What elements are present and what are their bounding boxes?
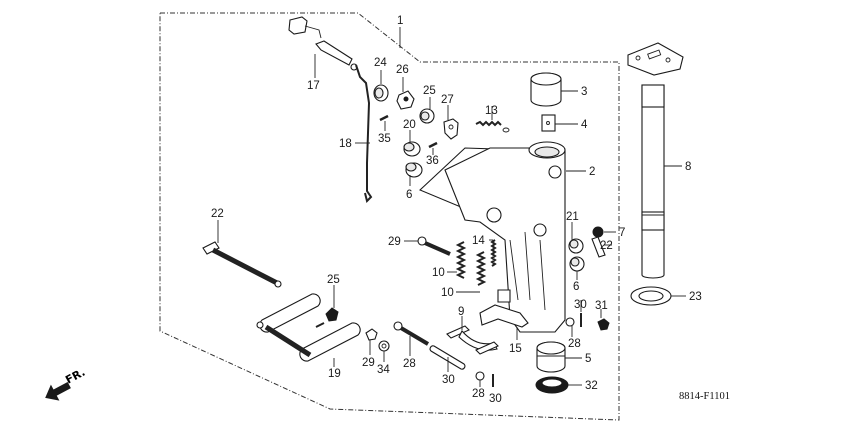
part-lever-plate bbox=[443, 118, 459, 140]
part-washer-small-2 bbox=[475, 371, 485, 381]
callout-27: 23 bbox=[689, 291, 702, 303]
part-collar bbox=[373, 84, 389, 102]
callout-21: 26 bbox=[396, 64, 409, 76]
callout-16: 19 bbox=[328, 368, 341, 380]
callout-3: 3 bbox=[581, 86, 587, 98]
callout-28a: 28 bbox=[568, 338, 581, 350]
part-lock-rod bbox=[355, 64, 373, 203]
callout-23: 28 bbox=[403, 358, 416, 370]
part-collar-bushing bbox=[405, 162, 423, 178]
part-clip bbox=[541, 114, 556, 132]
callout-11: 13 bbox=[485, 105, 498, 117]
part-tilt-pin bbox=[202, 241, 282, 288]
part-steering-shaft bbox=[627, 42, 684, 279]
part-tilt-stopper-link bbox=[256, 293, 361, 362]
callout-6b: 6 bbox=[573, 281, 579, 293]
part-lower-bushing bbox=[536, 341, 566, 373]
callout-15: 18 bbox=[339, 138, 352, 150]
part-spring-long bbox=[490, 239, 497, 267]
callout-1: 1 bbox=[397, 15, 403, 27]
callout-24: 29 bbox=[388, 236, 401, 248]
callout-8: 8 bbox=[685, 161, 691, 173]
part-spring-small bbox=[475, 120, 510, 133]
callout-30b: 30 bbox=[489, 393, 502, 405]
part-washer-small bbox=[565, 317, 575, 327]
callout-25: 30 bbox=[442, 374, 455, 386]
part-swivel-case bbox=[419, 141, 566, 333]
part-tilt-lever bbox=[288, 16, 358, 71]
callout-4: 4 bbox=[581, 119, 588, 131]
part-bolt-2 bbox=[417, 236, 451, 256]
part-shaft-pin bbox=[429, 345, 466, 370]
callout-20: 25 bbox=[327, 274, 340, 286]
part-nut-2 bbox=[378, 340, 390, 352]
part-washer bbox=[630, 286, 672, 306]
callout-30a: 30 bbox=[574, 299, 587, 311]
figure-code: 8814-F1101 bbox=[679, 391, 730, 402]
part-bushing-2 bbox=[568, 238, 584, 254]
part-spring-pin bbox=[315, 322, 325, 328]
callout-34: 35 bbox=[378, 133, 391, 145]
callout-7: 7 bbox=[619, 227, 625, 239]
callout-10a: 10 bbox=[432, 267, 445, 279]
callout-29: 29 bbox=[362, 357, 375, 369]
callout-10b: 10 bbox=[441, 287, 454, 299]
callout-35: 36 bbox=[426, 155, 439, 167]
callout-13: 17 bbox=[307, 80, 320, 92]
callout-18b: 25 bbox=[423, 85, 436, 97]
part-spring-2 bbox=[475, 251, 487, 286]
part-lever-holder bbox=[396, 90, 415, 110]
direction-label: FR. bbox=[63, 366, 87, 387]
callout-33: 34 bbox=[377, 364, 390, 376]
part-collar-2 bbox=[419, 108, 435, 124]
callout-2: 2 bbox=[589, 166, 595, 178]
part-seal bbox=[535, 376, 569, 394]
part-collar-bushing-lower bbox=[569, 256, 585, 272]
callout-18a: 24 bbox=[374, 57, 387, 69]
callout-31: 31 bbox=[595, 300, 608, 312]
assembly-outline bbox=[159, 12, 620, 421]
callout-6a: 6 bbox=[406, 189, 412, 201]
callout-28b: 28 bbox=[472, 388, 485, 400]
part-pin-2 bbox=[428, 141, 438, 149]
callout-17a: 20 bbox=[403, 119, 416, 131]
part-bushing bbox=[403, 141, 421, 157]
callout-12: 14 bbox=[472, 235, 485, 247]
part-clip-2 bbox=[365, 328, 378, 341]
callout-14: 15 bbox=[509, 343, 522, 355]
callout-19: 22 bbox=[211, 208, 224, 220]
part-reverse-lock-arm bbox=[479, 304, 529, 328]
part-grease-nipple bbox=[597, 318, 610, 331]
part-pin bbox=[379, 114, 389, 122]
part-nut bbox=[592, 226, 604, 238]
callout-22: 27 bbox=[441, 94, 454, 106]
callout-5: 5 bbox=[585, 353, 591, 365]
part-link-clip bbox=[325, 307, 339, 322]
part-bolt-3 bbox=[591, 236, 606, 258]
callout-32: 32 bbox=[585, 380, 598, 392]
part-bolt bbox=[393, 321, 430, 346]
front-arrow-icon bbox=[45, 381, 71, 401]
part-spring bbox=[455, 241, 467, 279]
part-reverse-lock-hook bbox=[446, 325, 499, 355]
callout-26: 22 bbox=[600, 240, 613, 252]
part-upper-bushing bbox=[530, 72, 562, 107]
callout-17b: 21 bbox=[566, 211, 579, 223]
callout-9: 9 bbox=[458, 306, 464, 318]
